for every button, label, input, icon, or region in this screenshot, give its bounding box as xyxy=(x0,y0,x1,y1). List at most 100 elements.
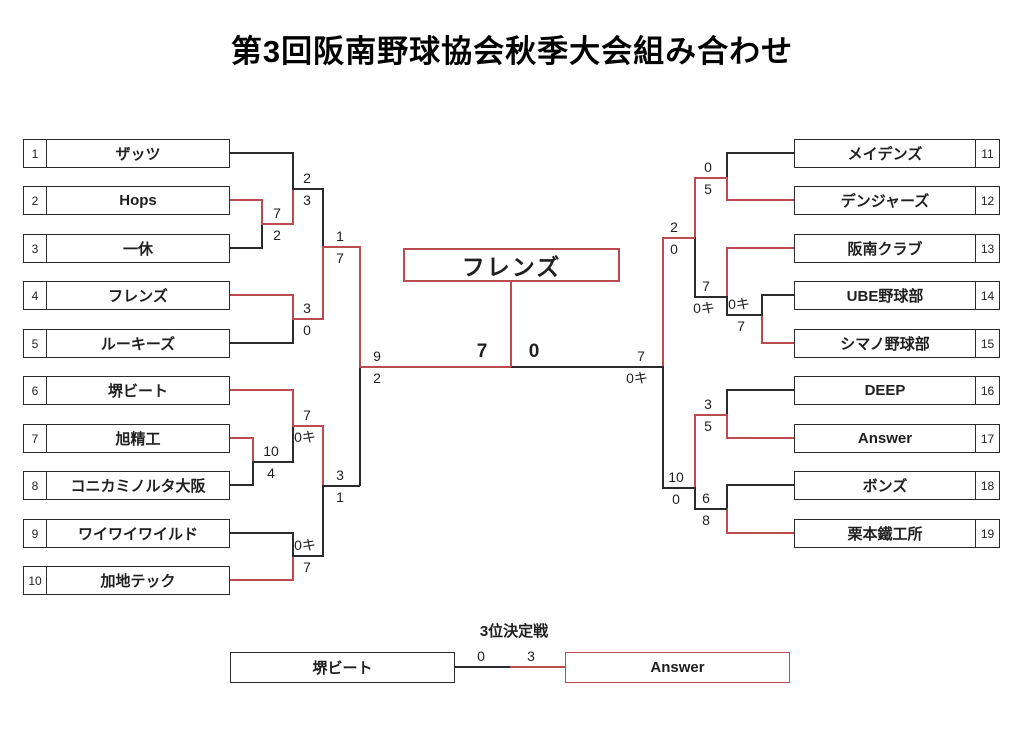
seed-number: 5 xyxy=(24,330,47,357)
bracket-line xyxy=(762,294,794,296)
bracket-line xyxy=(694,487,696,510)
score-l2-top: 2 xyxy=(303,170,311,186)
bracket-line xyxy=(322,425,324,487)
team-box-18: ボンズ 18 xyxy=(794,471,1000,500)
seed-number: 1 xyxy=(24,140,47,167)
bracket-line xyxy=(322,246,360,248)
team-box-1: 1 ザッツ xyxy=(23,139,230,168)
bracket-line xyxy=(726,247,728,298)
score-l5-top: 10 xyxy=(263,443,279,459)
third-place-title: 3位決定戦 xyxy=(479,623,549,640)
team-box-13: 阪南クラブ 13 xyxy=(794,234,1000,263)
team-box-6: 6 堺ビート xyxy=(23,376,230,405)
bracket-line xyxy=(261,199,263,225)
score-semi-left-top: 9 xyxy=(373,348,381,364)
score-r2-bottom: 7 xyxy=(737,318,745,334)
score-l8-bottom: 1 xyxy=(336,489,344,505)
score-r7-top: 10 xyxy=(668,469,684,485)
score-r5-top: 3 xyxy=(704,396,712,412)
bracket-line xyxy=(662,237,664,368)
bracket-line xyxy=(359,366,361,486)
bracket-line xyxy=(292,425,323,427)
bracket-line xyxy=(662,366,664,489)
bracket-line xyxy=(726,314,763,316)
bracket-line xyxy=(322,246,324,320)
seed-number: 10 xyxy=(24,567,47,594)
seed-number: 19 xyxy=(975,520,999,547)
bracket-line xyxy=(761,294,763,316)
team-box-10: 10 加地テック xyxy=(23,566,230,595)
team-box-8: 8 コニカミノルタ大阪 xyxy=(23,471,230,500)
team-name: UBE野球部 xyxy=(846,288,924,305)
seed-number: 12 xyxy=(975,187,999,214)
third-place-score-right: 3 xyxy=(527,648,535,664)
team-name: 一休 xyxy=(122,241,153,258)
team-box-15: シマノ野球部 15 xyxy=(794,329,1000,358)
seed-number: 13 xyxy=(975,235,999,262)
score-r6-bottom: 8 xyxy=(702,512,710,528)
final-score-right: 0 xyxy=(528,341,540,362)
team-box-14: UBE野球部 14 xyxy=(794,281,1000,310)
seed-number: 4 xyxy=(24,282,47,309)
team-box-19: 栗本鐵工所 19 xyxy=(794,519,1000,548)
bracket-line xyxy=(694,296,727,298)
champion-name: フレンズ xyxy=(461,254,562,280)
team-name: フレンズ xyxy=(108,288,168,305)
bracket-line xyxy=(230,389,293,391)
team-box-9: 9 ワイワイワイルド xyxy=(23,519,230,548)
score-l3-bottom: 0 xyxy=(303,322,311,338)
bracket-line xyxy=(694,508,727,510)
bracket-line xyxy=(727,532,794,534)
team-box-11: メイデンズ 11 xyxy=(794,139,1000,168)
bracket-line xyxy=(726,484,728,510)
team-name: 旭精工 xyxy=(115,431,161,448)
bracket-line xyxy=(230,484,253,486)
bracket-line xyxy=(726,508,728,534)
bracket-line xyxy=(455,666,511,668)
score-semi-right-bottom: 0キ xyxy=(626,370,648,386)
bracket-line xyxy=(322,485,360,487)
final-score-left: 7 xyxy=(476,341,488,362)
bracket-line xyxy=(694,237,696,298)
bracket-line xyxy=(727,152,794,154)
score-l6-bottom: 0キ xyxy=(294,429,316,445)
score-l5-bottom: 4 xyxy=(267,465,275,481)
bracket-line xyxy=(662,487,695,489)
bracket-line xyxy=(359,366,512,368)
score-r3-top: 7 xyxy=(702,278,710,294)
bracket-line xyxy=(727,389,794,391)
bracket-line xyxy=(252,461,254,486)
seed-number: 9 xyxy=(24,520,47,547)
bracket-line xyxy=(694,414,727,416)
team-name: シマノ野球部 xyxy=(840,336,930,353)
team-name: 加地テック xyxy=(100,573,176,590)
bracket-line xyxy=(726,389,728,416)
bracket-line xyxy=(292,532,294,557)
bracket-line xyxy=(292,318,294,344)
bracket-line xyxy=(726,177,728,201)
bracket-line xyxy=(261,223,293,225)
team-name: ザッツ xyxy=(115,146,161,163)
bracket-line xyxy=(292,389,294,427)
score-l7-bottom: 7 xyxy=(303,559,311,575)
score-r3-bottom: 0キ xyxy=(693,300,715,316)
seed-number: 17 xyxy=(975,425,999,452)
score-r4-bottom: 0 xyxy=(670,241,678,257)
score-r2-top: 0キ xyxy=(728,296,750,312)
team-name: Hops xyxy=(119,192,157,209)
score-l6-top: 7 xyxy=(303,407,311,423)
bracket-line xyxy=(292,318,323,320)
bracket-line xyxy=(230,532,293,534)
team-name: 堺ビート xyxy=(107,383,168,400)
score-r7-bottom: 0 xyxy=(672,491,680,507)
bracket-line xyxy=(359,246,361,368)
bracket-line xyxy=(292,188,294,225)
team-name: 阪南クラブ xyxy=(847,241,923,258)
team-name: Answer xyxy=(650,659,705,676)
seed-number: 16 xyxy=(975,377,999,404)
bracket-line xyxy=(252,461,293,463)
score-l7-top: 0キ xyxy=(294,537,316,553)
bracket-line xyxy=(727,247,794,249)
seed-number: 7 xyxy=(24,425,47,452)
seed-number: 18 xyxy=(975,472,999,499)
